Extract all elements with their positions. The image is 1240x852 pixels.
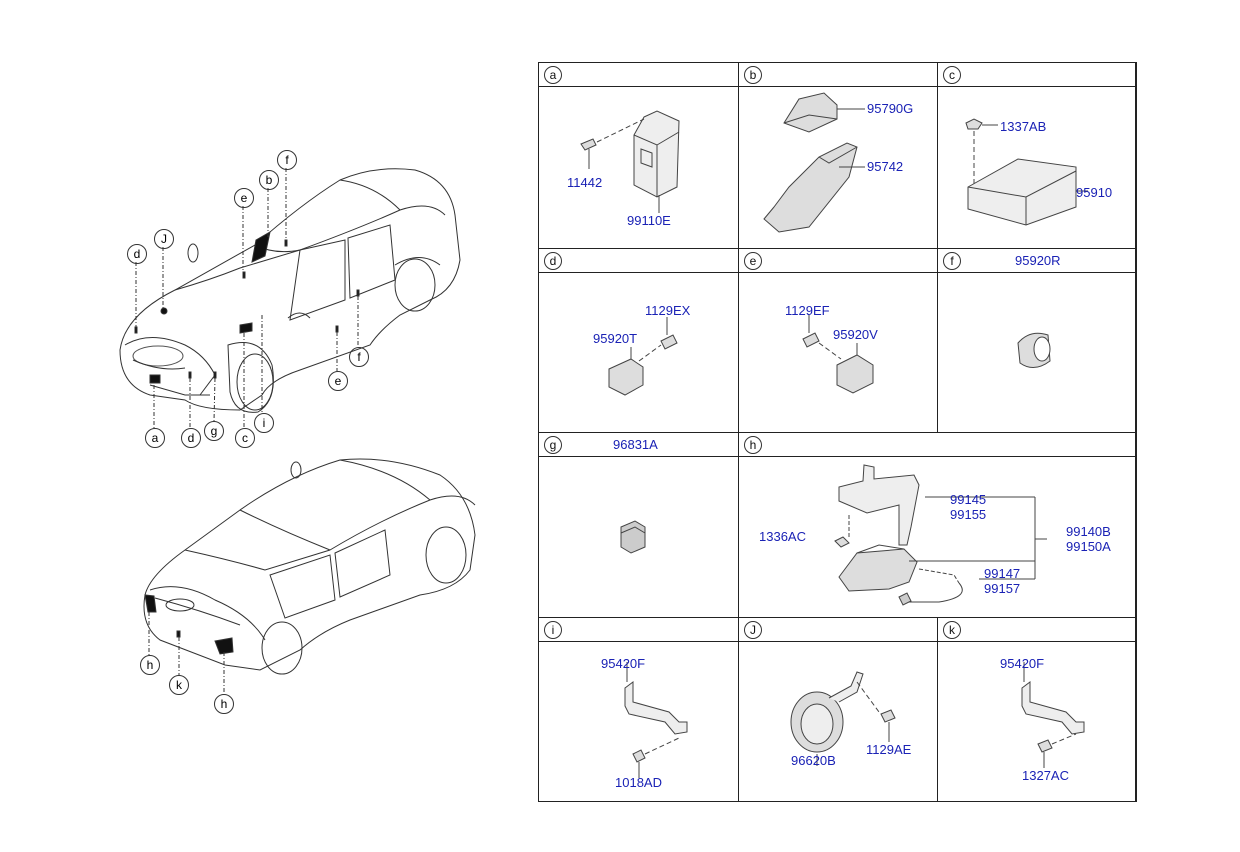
airbag-module-drawing	[965, 118, 1088, 226]
callout-d-front-top: d	[127, 244, 147, 264]
callout-d-front-bottom: d	[181, 428, 201, 448]
part-1129EX: 1129EX	[645, 303, 691, 318]
part-95920R: 95920R	[1015, 253, 1061, 268]
front-car-drawing	[119, 168, 461, 428]
part-95920V: 95920V	[833, 327, 878, 342]
airbag-control-unit-drawing	[580, 110, 680, 213]
part-99145: 99145	[950, 492, 987, 507]
part-99110E: 99110E	[627, 213, 671, 228]
impact-sensor-d-drawing	[608, 317, 678, 396]
horn-drawing	[790, 671, 896, 766]
part-1129EF: 1129EF	[785, 303, 830, 318]
cell-letter: g	[544, 436, 562, 454]
part-1018AD: 1018AD	[615, 775, 662, 790]
cell-c: c 1337AB 95910	[938, 63, 1136, 249]
cell-header: h	[739, 433, 1135, 457]
callout-h-rear-left: h	[140, 655, 160, 675]
part-99147: 99147	[984, 566, 1021, 581]
cell-g: g 96831A	[539, 433, 739, 618]
callout-j-front: J	[154, 229, 174, 249]
callout-g-front: g	[204, 421, 224, 441]
cell-i: i 95420F 1018AD	[539, 618, 739, 801]
cell-letter: a	[544, 66, 562, 84]
callout-f-front-top: f	[277, 150, 297, 170]
cell-header: i	[539, 618, 738, 642]
cell-letter: c	[943, 66, 961, 84]
cell-header: g 96831A	[539, 433, 738, 457]
cell-header: f 95920R	[938, 249, 1135, 273]
part-1336AC: 1336AC	[759, 529, 806, 544]
cell-letter: b	[744, 66, 762, 84]
bracket-i-drawing	[624, 662, 688, 778]
part-99150A: 99150A	[1066, 539, 1111, 554]
cell-letter: i	[544, 621, 562, 639]
callout-b-front: b	[259, 170, 279, 190]
pressure-sensor-drawing	[1017, 332, 1051, 368]
rear-car-drawing	[143, 458, 476, 694]
cell-k: k 95420F 1327AC	[938, 618, 1136, 801]
radar-sensor-bracket-drawing	[834, 464, 1047, 606]
cell-letter: J	[744, 621, 762, 639]
cell-letter: d	[544, 252, 562, 270]
cell-header: J	[739, 618, 937, 642]
callout-f-front-side: f	[349, 347, 369, 367]
callout-k-rear: k	[169, 675, 189, 695]
cell-header: d	[539, 249, 738, 273]
part-1327AC: 1327AC	[1022, 768, 1069, 783]
part-96620B: 96620B	[791, 753, 836, 768]
cell-letter: e	[744, 252, 762, 270]
part-95420F: 95420F	[601, 656, 646, 671]
cell-e: e 1129EF 95920V	[739, 249, 938, 433]
vehicle-overview-panel: f b e d J a d g c i f e h k h	[0, 0, 530, 847]
bracket-k-drawing	[1021, 662, 1085, 768]
part-95742: 95742	[867, 159, 904, 174]
cell-j: J 96620B 1129AE	[739, 618, 938, 801]
cell-header: b	[739, 63, 937, 87]
callout-e-front-side: e	[328, 371, 348, 391]
part-95910: 95910	[1076, 185, 1113, 200]
cell-header: a	[539, 63, 738, 87]
part-99155: 99155	[950, 507, 987, 522]
cell-b: b 95790G 95742	[739, 63, 938, 249]
part-95420F-k: 95420F	[1000, 656, 1045, 671]
cell-h: h 99145 99155 99140B 99150A 1336AC 99147…	[739, 433, 1136, 618]
cell-header: e	[739, 249, 937, 273]
camera-sensor-drawing	[763, 92, 865, 233]
parts-grid: a 11442 99110E b 95790G 95742 c	[538, 62, 1137, 802]
part-99157: 99157	[984, 581, 1021, 596]
callout-a-front: a	[145, 428, 165, 448]
cell-letter: k	[943, 621, 961, 639]
part-95920T: 95920T	[593, 331, 638, 346]
callout-e-front-top: e	[234, 188, 254, 208]
cell-header: k	[938, 618, 1135, 642]
impact-sensor-e-drawing	[802, 315, 874, 394]
cell-d: d 1129EX 95920T	[539, 249, 739, 433]
callout-h-rear-right: h	[214, 694, 234, 714]
part-11442: 11442	[567, 175, 603, 190]
part-95790G: 95790G	[867, 101, 914, 116]
part-1337AB: 1337AB	[1000, 119, 1047, 134]
cell-letter: f	[943, 252, 961, 270]
part-1129AE: 1129AE	[866, 742, 912, 757]
cell-header: c	[938, 63, 1135, 87]
sensor-g-drawing	[620, 520, 646, 554]
cell-letter: h	[744, 436, 762, 454]
callout-i-front: i	[254, 413, 274, 433]
part-99140B: 99140B	[1066, 524, 1111, 539]
part-96831A: 96831A	[613, 437, 658, 452]
cell-f: f 95920R	[938, 249, 1136, 433]
cell-a: a 11442 99110E	[539, 63, 739, 249]
callout-c-front: c	[235, 428, 255, 448]
vehicle-illustrations	[119, 168, 476, 694]
